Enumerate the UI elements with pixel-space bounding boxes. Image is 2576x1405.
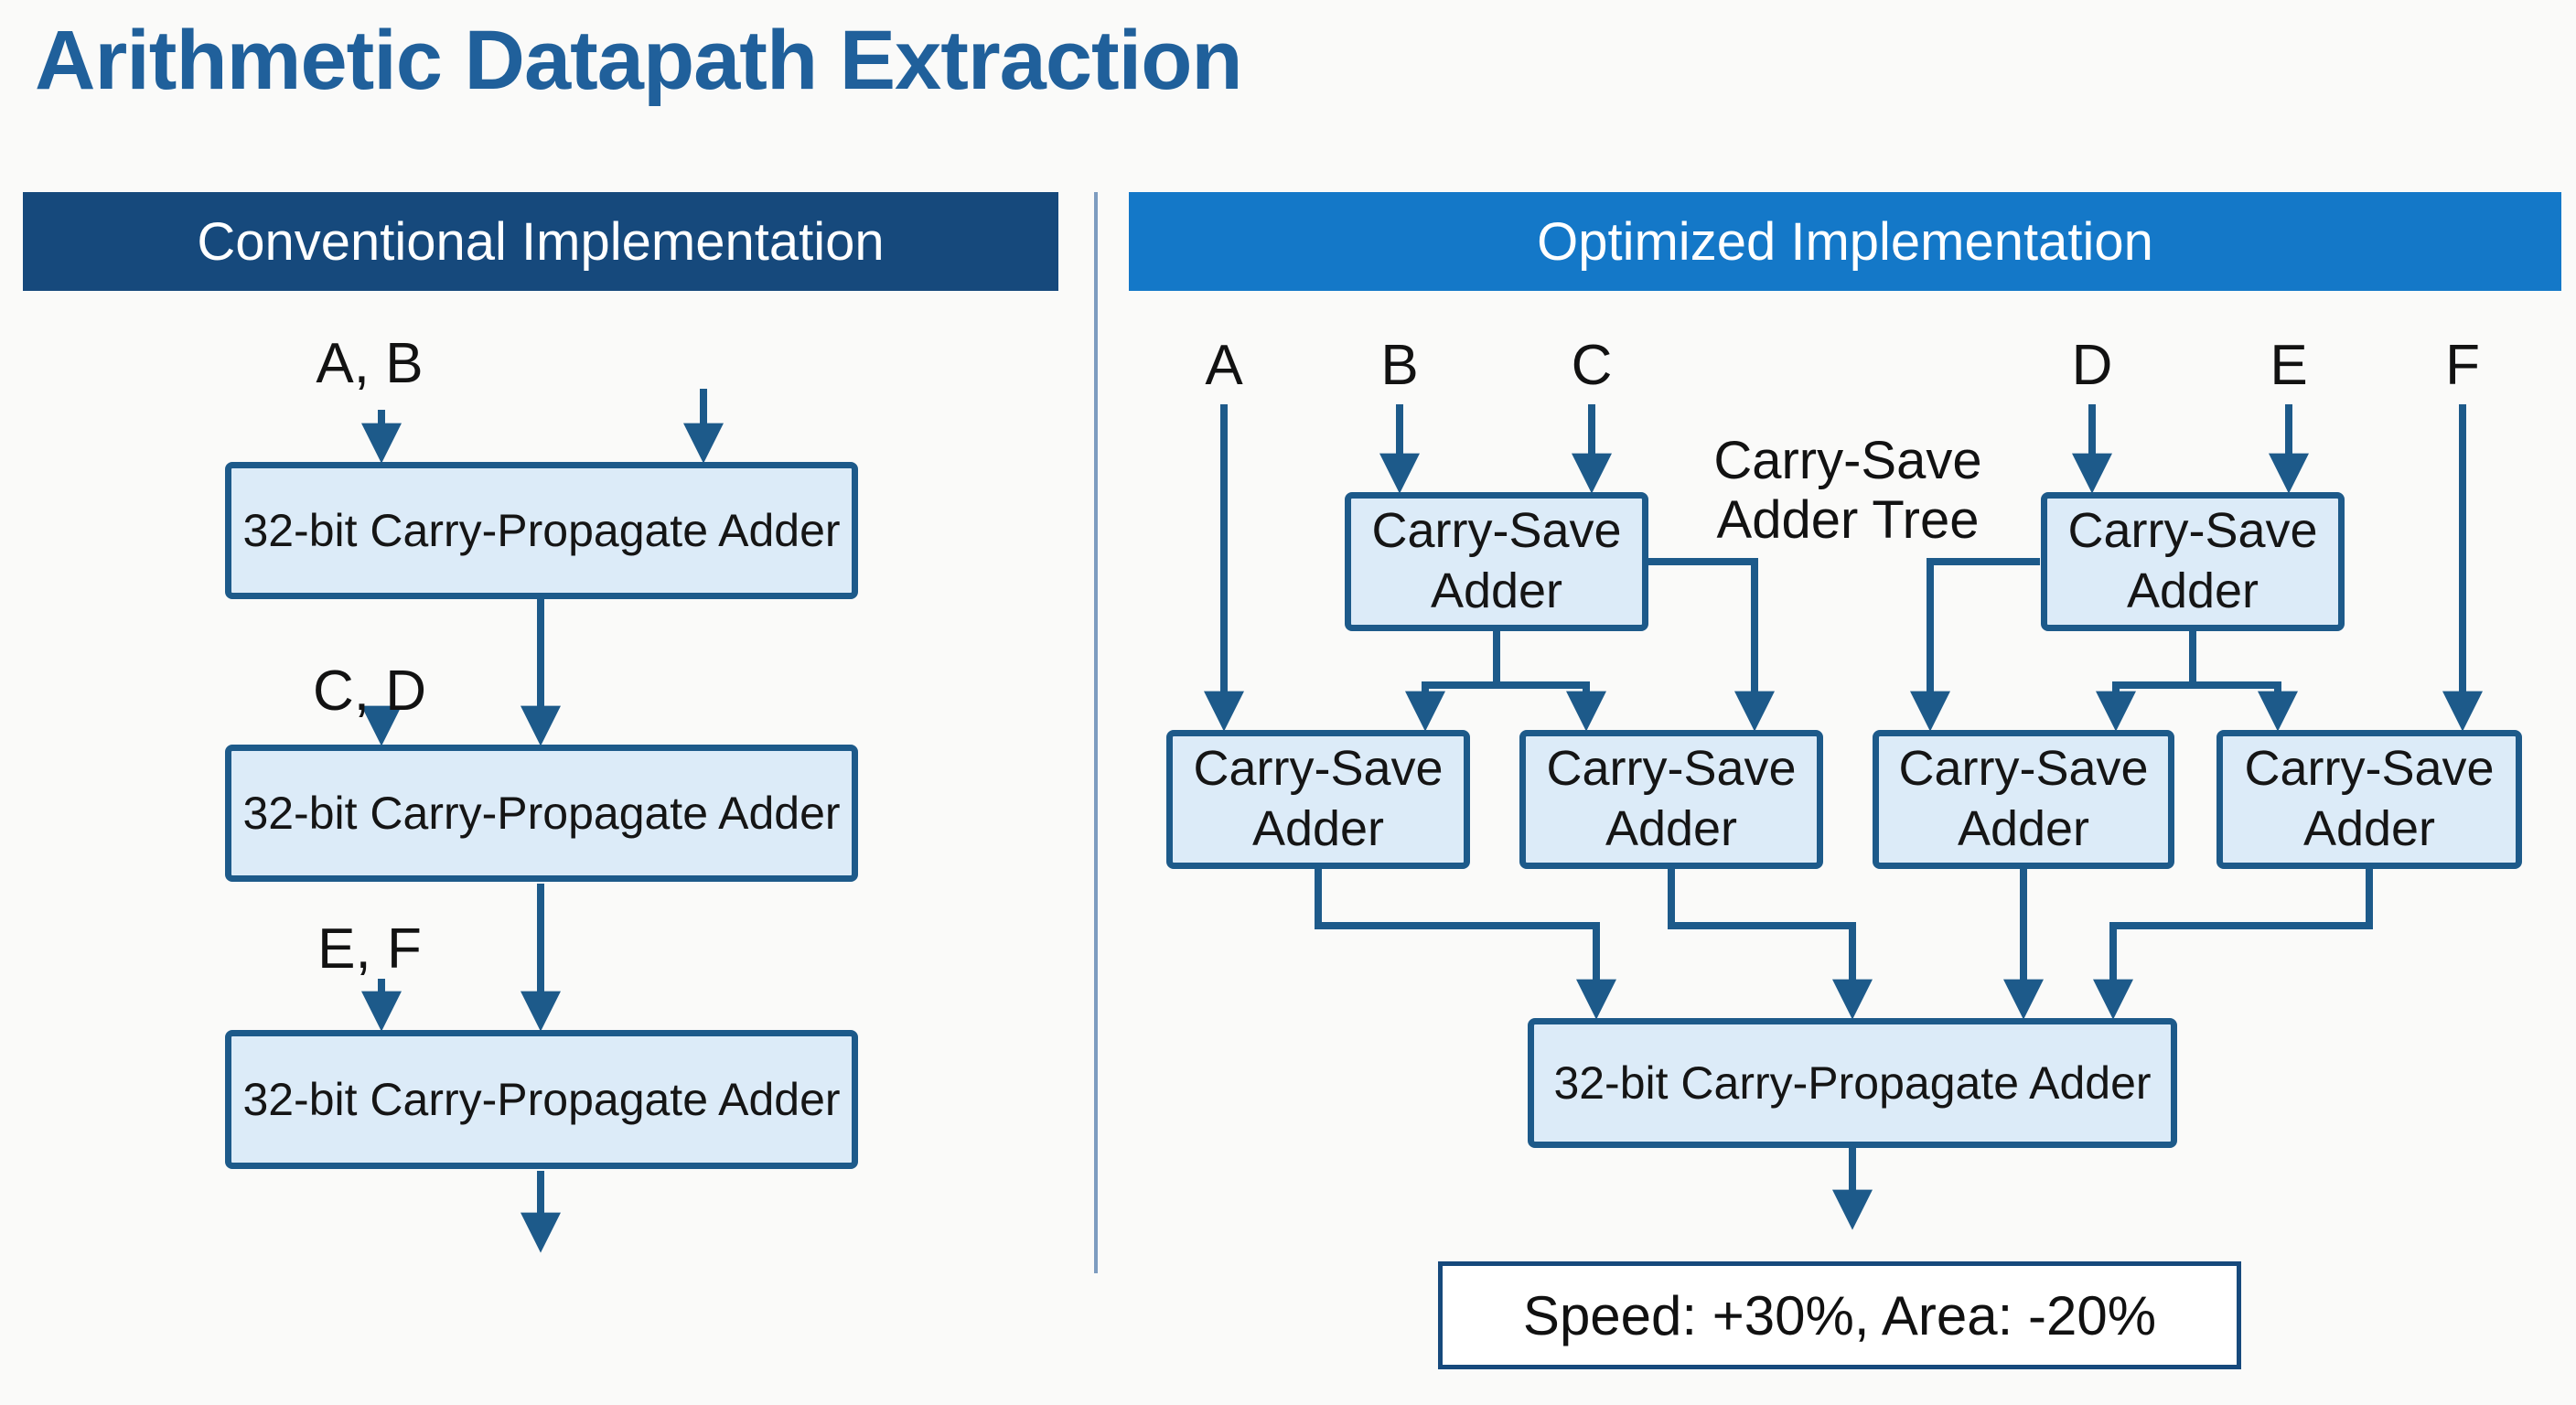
input-label-a: A bbox=[1205, 334, 1243, 397]
label-ab: A, B bbox=[316, 332, 424, 395]
arrow-mid2-cpa bbox=[1668, 869, 1873, 1020]
csa-mid-1: Carry-Save Adder bbox=[1166, 730, 1470, 869]
csa-top-right: Carry-Save Adder bbox=[2041, 492, 2345, 631]
input-label-e: E bbox=[2270, 334, 2308, 397]
page-title: Arithmetic Datapath Extraction bbox=[35, 14, 1243, 107]
csa-mid-2: Carry-Save Adder bbox=[1519, 730, 1823, 869]
label-cd: C, D bbox=[313, 660, 426, 723]
conventional-header: Conventional Implementation bbox=[23, 192, 1058, 291]
input-label-b: B bbox=[1380, 334, 1419, 397]
input-label-c: C bbox=[1571, 334, 1613, 397]
input-label-f: F bbox=[2445, 334, 2480, 397]
arrow-mid4-cpa bbox=[2093, 869, 2373, 1020]
csa-tree-annotation: Carry-Save Adder Tree bbox=[1713, 431, 1982, 550]
final-cpa-box: 32-bit Carry-Propagate Adder bbox=[1528, 1018, 2177, 1148]
arrow-csaTR-tap-mid3 bbox=[1910, 558, 2040, 732]
panel-divider bbox=[1094, 192, 1098, 1273]
arrow-mid1-cpa bbox=[1315, 869, 1616, 1020]
label-ef: E, F bbox=[317, 917, 422, 981]
cpa-box-1: 32-bit Carry-Propagate Adder bbox=[225, 462, 858, 599]
csa-mid-4: Carry-Save Adder bbox=[2216, 730, 2522, 869]
csa-mid-3: Carry-Save Adder bbox=[1873, 730, 2174, 869]
cpa-box-3: 32-bit Carry-Propagate Adder bbox=[225, 1030, 858, 1169]
optimized-header: Optimized Implementation bbox=[1129, 192, 2561, 291]
arrow-csaTL-tap-mid2 bbox=[1648, 558, 1775, 732]
csa-top-left: Carry-Save Adder bbox=[1345, 492, 1648, 631]
cpa-box-2: 32-bit Carry-Propagate Adder bbox=[225, 745, 858, 882]
result-box: Speed: +30%, Area: -20% bbox=[1438, 1261, 2241, 1369]
input-label-d: D bbox=[2071, 334, 2113, 397]
